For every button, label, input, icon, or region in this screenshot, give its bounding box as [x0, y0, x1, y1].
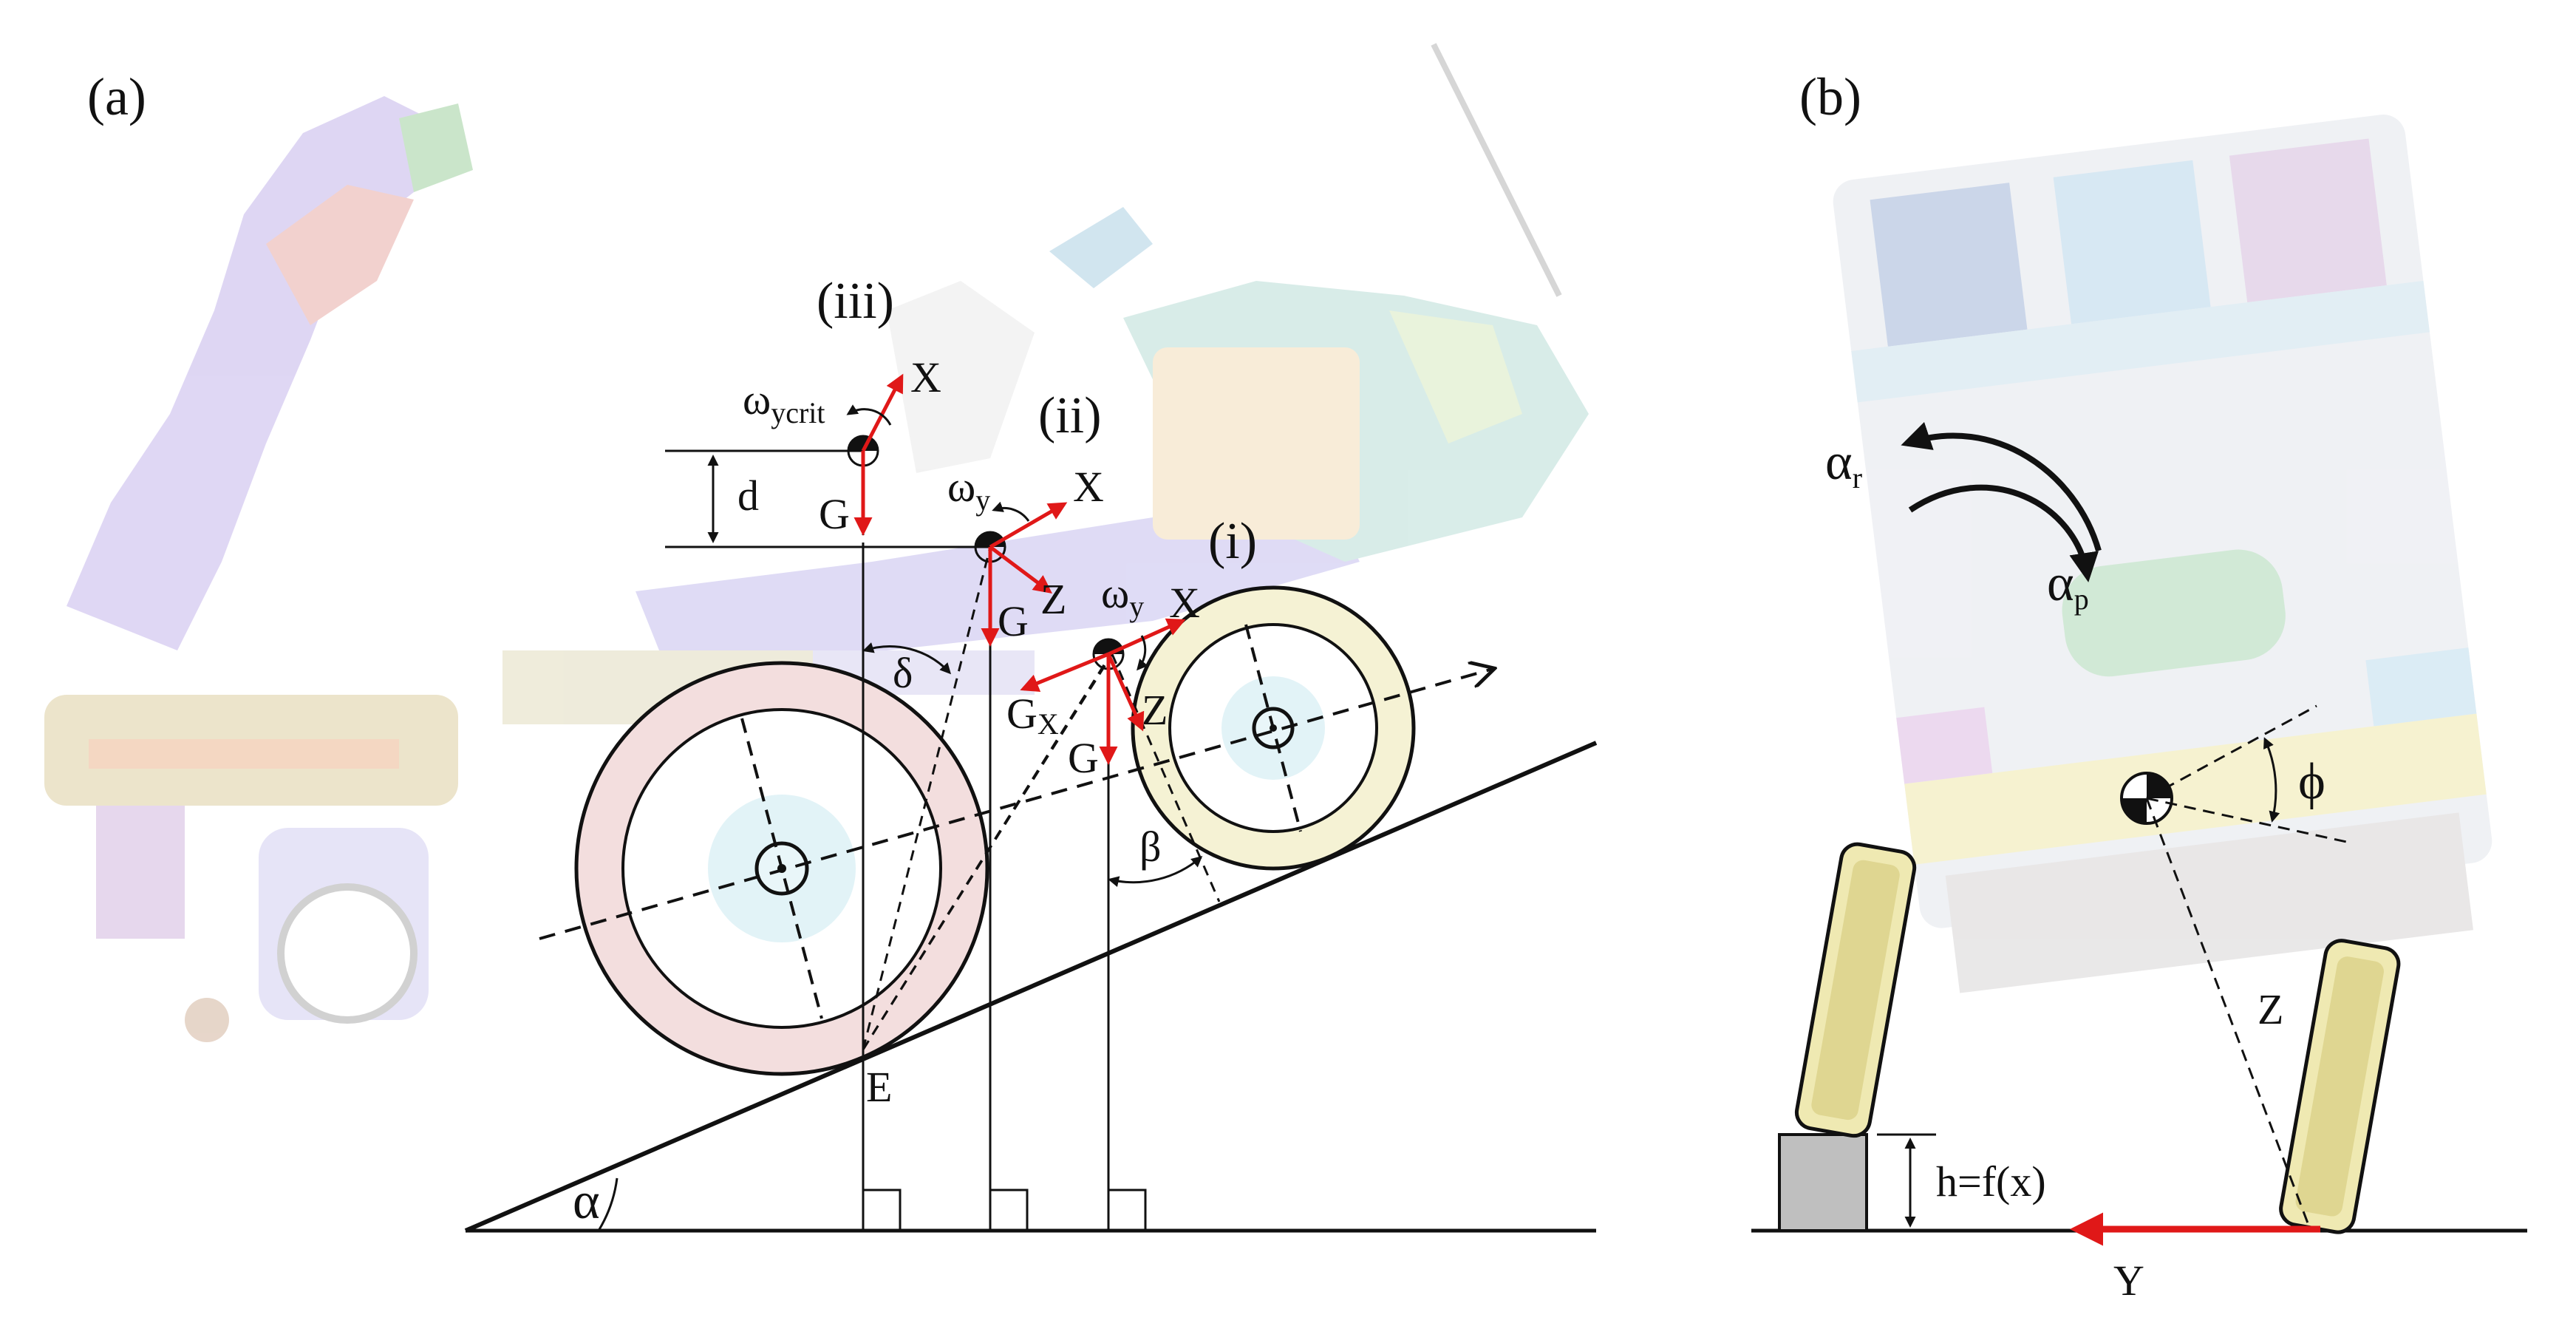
machine-front-silhouette [1833, 115, 2492, 993]
position-ii-g-label: G [998, 597, 1029, 645]
axle-line [539, 669, 1493, 940]
panel-a-label: (a) [87, 67, 146, 126]
position-i-z-label: Z [1142, 686, 1168, 734]
position-i-tag: (i) [1208, 513, 1257, 570]
z-axis-label: Z [2258, 985, 2283, 1033]
phi-construction-lines [2145, 704, 2351, 1228]
position-ii-tag: (ii) [1038, 387, 1102, 444]
position-ii-z-label: Z [1040, 575, 1066, 623]
delta-arc [862, 642, 952, 675]
panel-a: (a) α [44, 43, 1598, 1233]
point-e-label: E [866, 1063, 892, 1111]
alpha-p-arrow [1908, 484, 2099, 582]
phi-arc [2263, 737, 2280, 823]
position-ii: (ii) X Z ωy G [947, 387, 1104, 647]
beta-arc [1108, 856, 1203, 888]
slope-line [464, 741, 1598, 1233]
dimension-d [665, 449, 990, 548]
beta-label: β [1139, 823, 1162, 871]
step-block [1778, 1133, 1868, 1232]
panel-b: (b) h=f(x) [1751, 67, 2527, 1305]
right-tire [2279, 939, 2401, 1234]
position-iii-x-label: X [910, 353, 941, 401]
delta-label: δ [893, 649, 913, 697]
position-iii: (iii) X ωycrit G [743, 273, 941, 538]
position-ii-x-label: X [1073, 463, 1104, 511]
position-i-x-label: X [1169, 579, 1200, 627]
rear-wheel [574, 661, 989, 1076]
position-i-g-label: G [1068, 734, 1099, 782]
height-label: h=f(x) [1936, 1157, 2046, 1206]
alpha-arc [597, 1177, 619, 1231]
phi-label: ϕ [2298, 753, 2325, 810]
position-i: (i) X Z ωy G GX [1006, 513, 1257, 782]
construction-lines [862, 458, 1221, 1050]
height-dimension [1877, 1133, 1936, 1228]
position-i-omega-label: ωy [1101, 569, 1144, 623]
alpha-label: α [573, 1173, 600, 1230]
y-axis-label: Y [2113, 1257, 2144, 1305]
panel-b-label: (b) [1799, 67, 1861, 126]
alpha-r-label: αr [1825, 434, 1862, 494]
alpha-r-arrow [1901, 421, 2102, 552]
position-iii-omega-label: ωycrit [743, 375, 825, 429]
left-tire [1794, 842, 1917, 1138]
dimension-d-label: d [737, 472, 759, 520]
position-iii-tag: (iii) [817, 273, 894, 330]
machine-silhouette-body [502, 43, 1589, 724]
position-ii-omega-label: ωy [947, 463, 990, 517]
alpha-p-label: αp [2047, 555, 2089, 616]
position-i-gx-label: GX [1006, 690, 1059, 741]
machine-silhouette-left [44, 96, 473, 1042]
front-wheel [1131, 585, 1416, 871]
position-iii-g-label: G [819, 490, 850, 538]
